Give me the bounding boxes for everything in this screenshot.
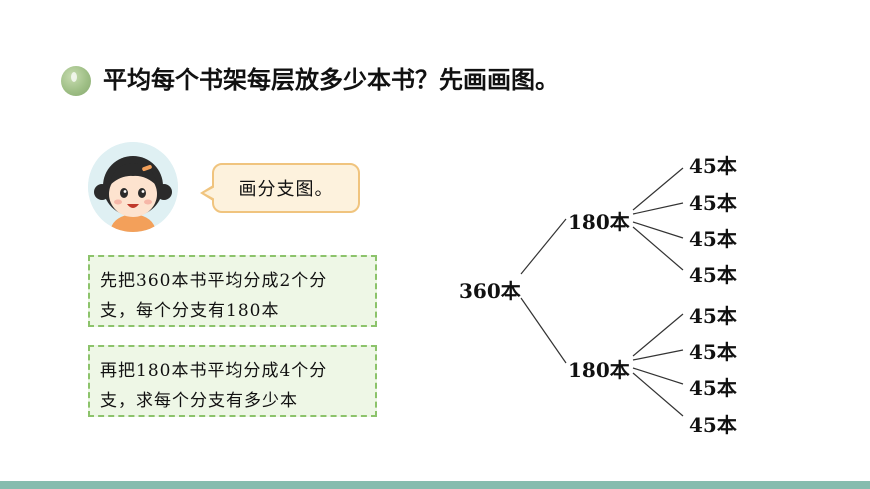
branch-line [520,297,567,364]
branch-line [632,226,684,271]
tree-leaf: 45本 [689,340,737,364]
tree-leaf: 45本 [689,304,737,328]
tree-leaf: 45本 [689,227,737,251]
branch-line [632,349,684,361]
tree-leaf: 45本 [689,413,737,437]
branch-line [632,202,684,215]
bottom-bar [0,481,870,489]
question-title: 平均每个书架每层放多少本书？先画画图。 [103,66,559,94]
tree-leaf: 45本 [689,376,737,400]
branch-line [632,313,684,357]
tree-branch-1: 180本 [568,210,630,234]
branch-line [520,218,567,275]
step-two-line-1: 再把180本书平均分成4个分 [100,361,328,381]
branch-line [632,372,684,417]
green-sphere-icon [61,66,91,96]
step-one-line-2: 支，每个分支有180本 [100,301,280,321]
branch-line [632,167,684,211]
branch-line [632,221,684,239]
tree-branch-2: 180本 [568,358,630,382]
tree-leaf: 45本 [689,191,737,215]
step-one-line-1: 先把360本书平均分成2个分 [100,271,328,291]
tree-leaf: 45本 [689,154,737,178]
speech-bubble: 画分支图。 [200,163,360,213]
tree-root: 360本 [459,279,521,303]
branch-line [632,367,684,385]
step-two-box: 再把180本书平均分成4个分 支，求每个分支有多少本 [88,345,377,417]
speech-text: 画分支图。 [238,179,334,200]
step-two-line-2: 支，求每个分支有多少本 [100,391,298,411]
girl-avatar-icon [88,142,178,232]
tree-leaf: 45本 [689,263,737,287]
step-one-box: 先把360本书平均分成2个分 支，每个分支有180本 [88,255,377,327]
